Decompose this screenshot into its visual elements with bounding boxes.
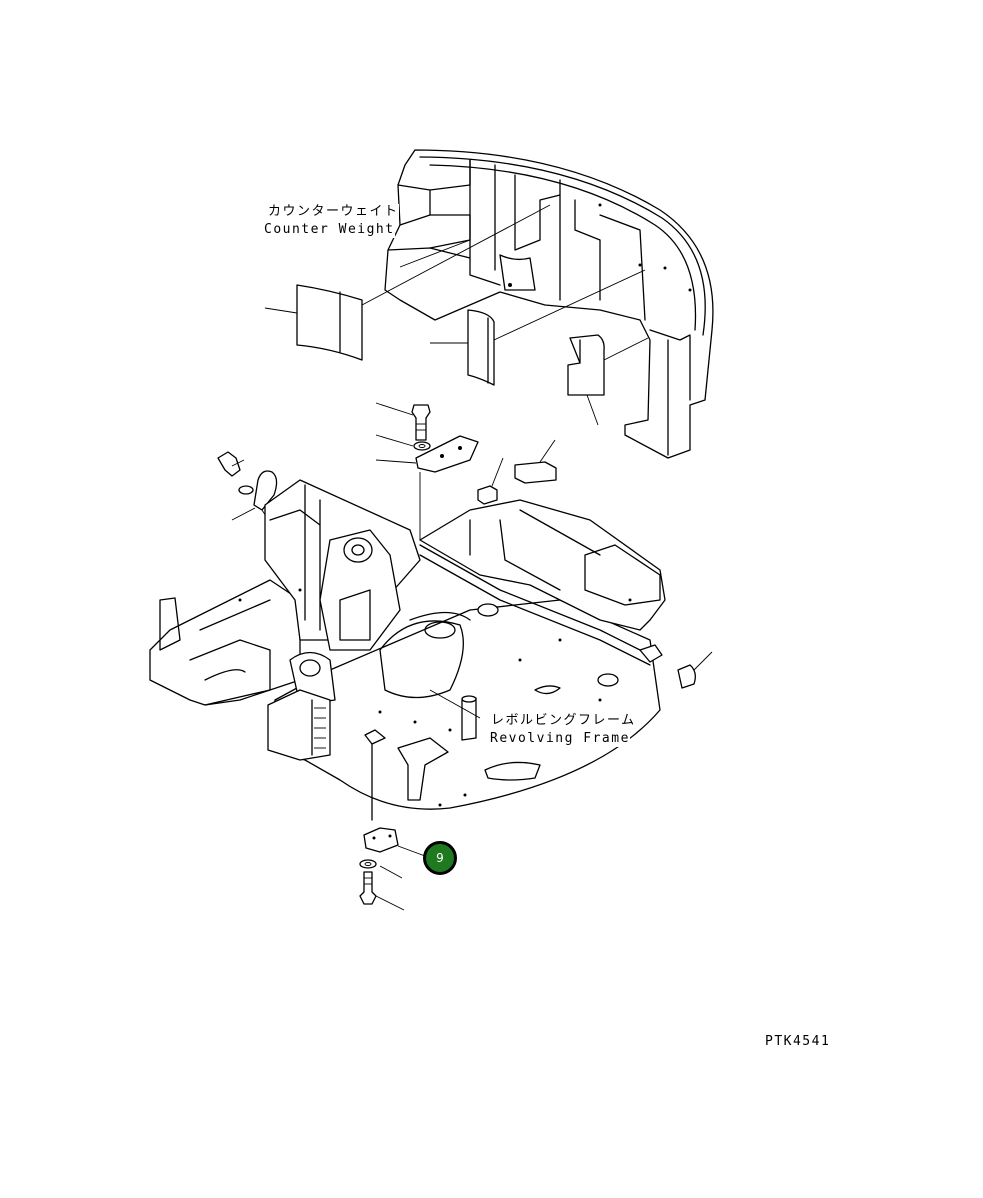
counter-weight-leader bbox=[399, 239, 471, 268]
spacer-blocks bbox=[477, 439, 557, 505]
revolving-frame-label-jp: レボルビングフレーム bbox=[491, 713, 636, 729]
part-callout-9[interactable]: 9 bbox=[423, 841, 457, 875]
shim-plate-center bbox=[430, 269, 646, 386]
counter-weight-label-en: Counter Weight bbox=[264, 222, 395, 238]
drawing-id: PTK4541 bbox=[765, 1034, 831, 1050]
washer-bottom bbox=[359, 859, 403, 879]
bracket-plate bbox=[375, 435, 479, 540]
counter-weight-label-jp: カウンターウェイト bbox=[268, 204, 399, 220]
washer-top bbox=[375, 434, 431, 451]
bolt-bottom bbox=[359, 871, 405, 911]
mounting-bolt-top bbox=[375, 402, 431, 441]
revolving-frame-drawing bbox=[149, 479, 713, 821]
cover-plate bbox=[363, 827, 426, 857]
shim-plate-left bbox=[264, 204, 551, 361]
shim-plate-right bbox=[567, 334, 649, 426]
side-bolt-left bbox=[217, 451, 331, 616]
revolving-frame-label-en: Revolving Frame bbox=[490, 731, 630, 747]
counter-weight-drawing bbox=[384, 149, 714, 459]
revolving-frame-leader bbox=[429, 689, 481, 719]
part-callout-number: 9 bbox=[436, 851, 444, 865]
